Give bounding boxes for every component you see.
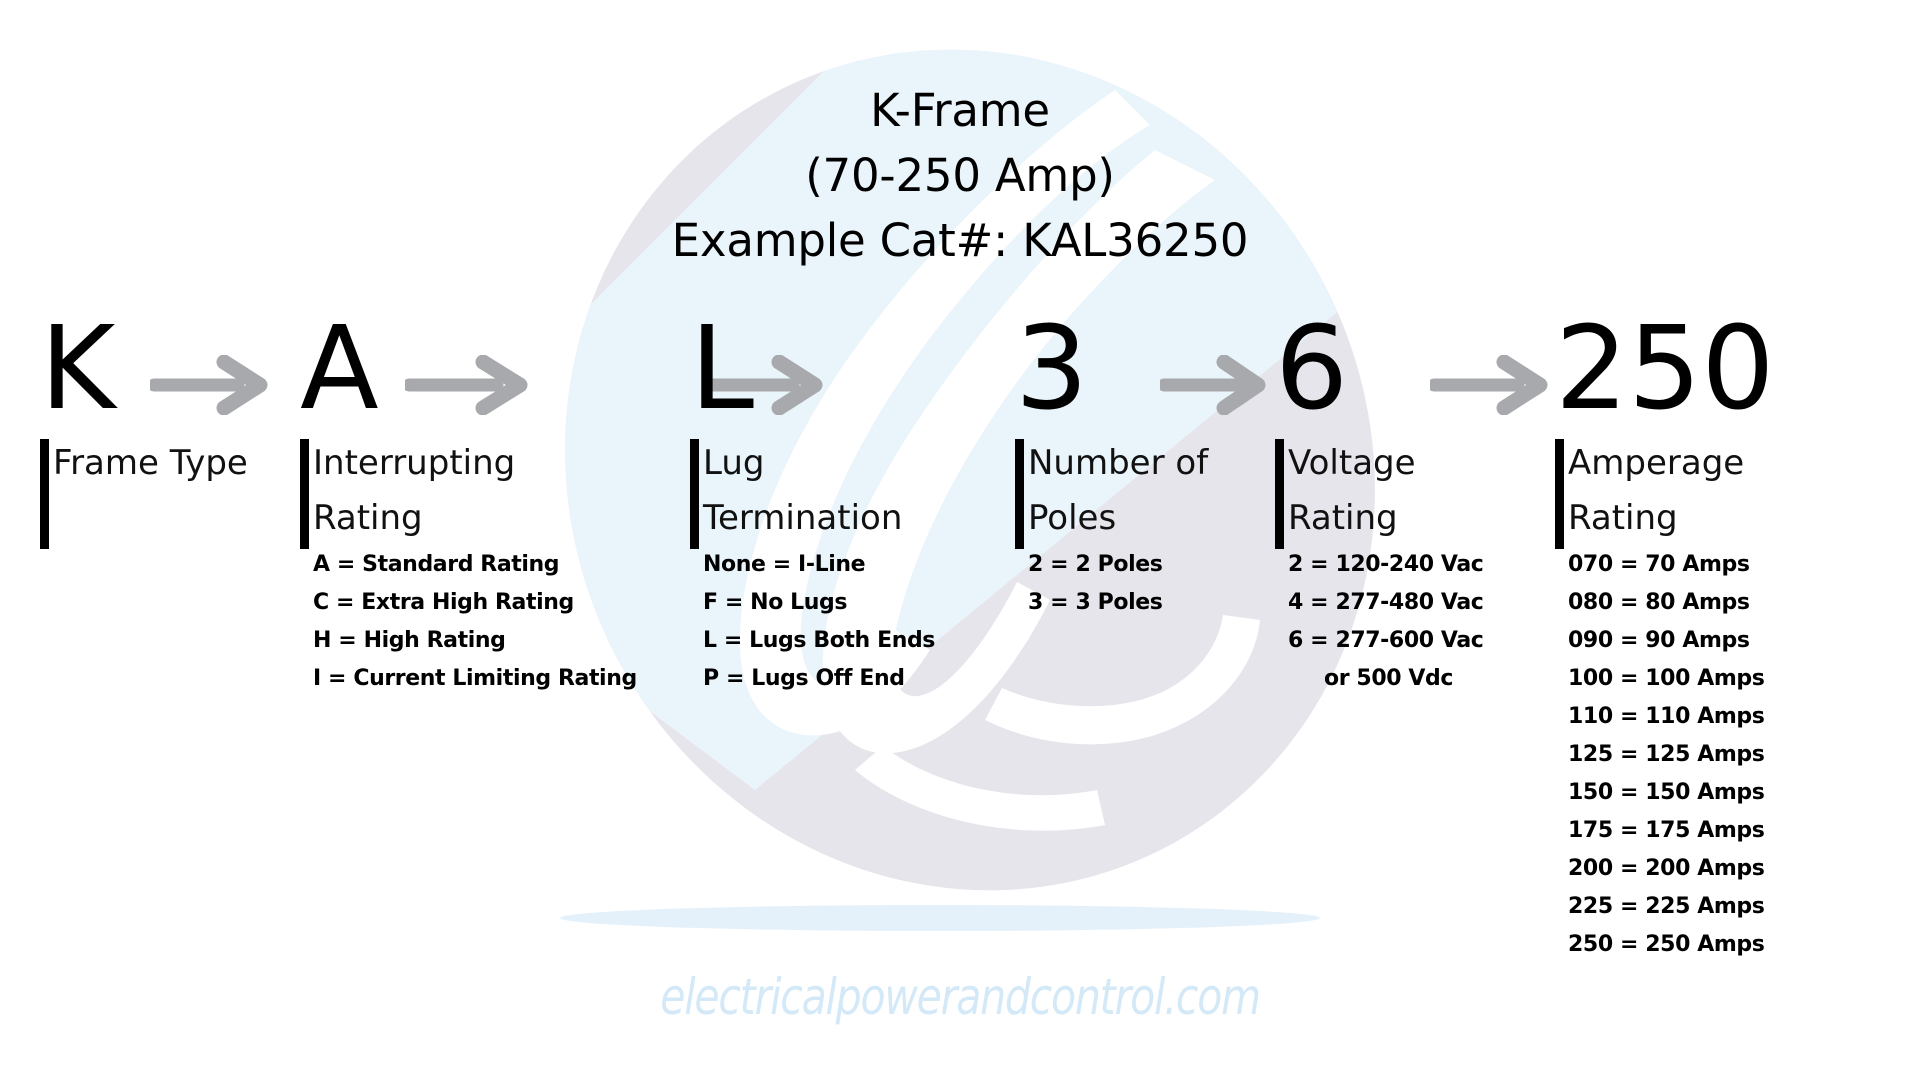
segment-interrupting-rating: A Interrupting Rating A = Standard Ratin… <box>300 310 690 698</box>
page-title: K-Frame (70-250 Amp) Example Cat#: KAL36… <box>0 78 1920 273</box>
option-item: 125 = 125 Amps <box>1568 742 1765 767</box>
title-line-3: Example Cat#: KAL36250 <box>671 214 1249 267</box>
option-item: 2 = 2 Poles <box>1028 552 1163 577</box>
segment-heading-line-2: Rating <box>1288 498 1398 538</box>
option-item: 150 = 150 Amps <box>1568 780 1765 805</box>
segment-code-K: K <box>40 302 116 436</box>
option-item: I = Current Limiting Rating <box>313 666 637 691</box>
segment-heading-line-2: Termination <box>703 498 903 538</box>
option-item: 090 = 90 Amps <box>1568 628 1750 653</box>
segment-heading-line-2: Rating <box>313 498 423 538</box>
segment-heading-frame-type: Frame Type <box>53 443 248 483</box>
option-item: C = Extra High Rating <box>313 590 574 615</box>
option-item: A = Standard Rating <box>313 552 560 577</box>
option-item: None = I-Line <box>703 552 866 577</box>
option-item: 175 = 175 Amps <box>1568 818 1765 843</box>
segment-lug-termination: L Lug Termination None = I-Line F = No L… <box>690 310 1010 698</box>
segment-options-amperage: 070 = 70 Amps 080 = 80 Amps 090 = 90 Amp… <box>1568 546 1885 964</box>
segment-options-interrupting: A = Standard Rating C = Extra High Ratin… <box>313 546 690 698</box>
option-item: 080 = 80 Amps <box>1568 590 1750 615</box>
segment-bar-3 <box>690 439 699 549</box>
arrow-right-icon-1 <box>150 355 268 415</box>
option-item: 250 = 250 Amps <box>1568 932 1765 957</box>
option-item: 4 = 277-480 Vac <box>1288 590 1484 615</box>
segment-frame-type: K Frame Type <box>40 310 310 549</box>
segment-heading-line-1: Voltage <box>1288 443 1416 483</box>
option-item: 6 = 277-600 Vac <box>1288 628 1484 653</box>
option-item: F = No Lugs <box>703 590 848 615</box>
segment-number-of-poles: 3 Number of Poles 2 = 2 Poles 3 = 3 Pole… <box>1015 310 1265 622</box>
site-watermark: electricalpowerandcontrol.com <box>660 968 1261 1026</box>
option-item: P = Lugs Off End <box>703 666 905 691</box>
segment-code-L: L <box>690 302 755 436</box>
segment-code-A: A <box>300 302 379 436</box>
option-item: 200 = 200 Amps <box>1568 856 1765 881</box>
option-item: 100 = 100 Amps <box>1568 666 1765 691</box>
segment-options-poles: 2 = 2 Poles 3 = 3 Poles <box>1028 546 1265 622</box>
title-line-1: K-Frame <box>870 84 1050 137</box>
segment-heading-line-1: Amperage <box>1568 443 1745 483</box>
segment-voltage-rating: 6 Voltage Rating 2 = 120-240 Vac 4 = 277… <box>1275 310 1555 698</box>
segment-bar-2 <box>300 439 309 549</box>
segment-heading-line-2: Poles <box>1028 498 1117 538</box>
segment-heading-line-1: Interrupting <box>313 443 516 483</box>
segment-heading-line-1: Number of <box>1028 443 1209 483</box>
option-item: H = High Rating <box>313 628 506 653</box>
arrow-right-icon-2 <box>405 355 528 415</box>
segment-bar-6 <box>1555 439 1564 549</box>
title-line-2: (70-250 Amp) <box>805 149 1115 202</box>
segment-code-3: 3 <box>1015 302 1089 436</box>
option-item: 070 = 70 Amps <box>1568 552 1750 577</box>
option-item: 110 = 110 Amps <box>1568 704 1765 729</box>
option-item: 3 = 3 Poles <box>1028 590 1163 615</box>
segment-bar-1 <box>40 439 49 549</box>
segment-heading-line-2: Rating <box>1568 498 1678 538</box>
arrow-right-icon-5 <box>1430 355 1548 415</box>
option-item: 225 = 225 Amps <box>1568 894 1765 919</box>
option-item: 2 = 120-240 Vac <box>1288 552 1484 577</box>
option-item: L = Lugs Both Ends <box>703 628 936 653</box>
segment-code-6: 6 <box>1275 302 1349 436</box>
option-item: or 500 Vdc <box>1324 666 1454 691</box>
segment-heading-line-1: Lug <box>703 443 765 483</box>
segment-bar-4 <box>1015 439 1024 549</box>
segment-code-250: 250 <box>1555 302 1775 436</box>
segment-options-lug: None = I-Line F = No Lugs L = Lugs Both … <box>703 546 1010 698</box>
segment-amperage-rating: 250 Amperage Rating 070 = 70 Amps 080 = … <box>1555 310 1885 964</box>
segment-options-voltage: 2 = 120-240 Vac 4 = 277-480 Vac 6 = 277-… <box>1288 546 1555 698</box>
segment-bar-5 <box>1275 439 1284 549</box>
